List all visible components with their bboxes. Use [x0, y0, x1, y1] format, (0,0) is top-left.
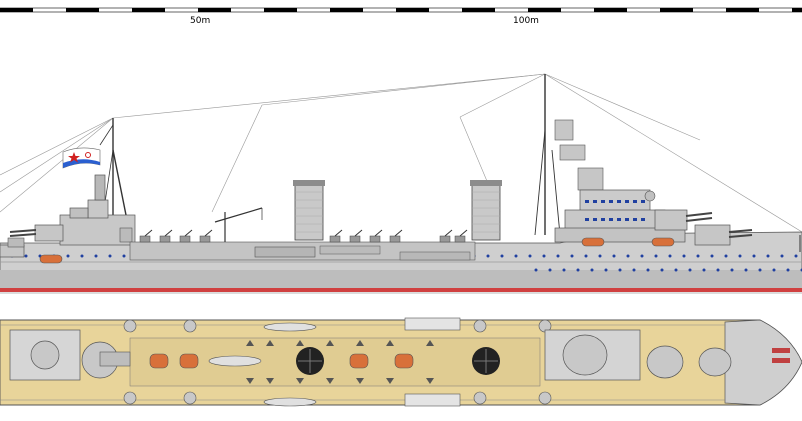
plan-bridge-area	[544, 329, 732, 381]
aft-life-raft-1	[581, 237, 605, 247]
red-star-icon	[68, 152, 80, 163]
forward-funnel	[293, 180, 325, 241]
funnel-top-2	[472, 347, 500, 375]
bow-plating	[724, 319, 802, 406]
mainmast	[534, 74, 561, 236]
plan-life-rafts	[149, 353, 414, 369]
rigging-lines	[0, 73, 802, 233]
funnel-top-1	[296, 347, 324, 375]
scale-label-100m: 100m	[513, 16, 539, 26]
forward-life-raft	[39, 254, 63, 264]
aa-guns	[139, 229, 468, 243]
aft-turret-y	[694, 224, 753, 246]
aft-turret-x	[654, 209, 713, 231]
deck-features	[123, 319, 552, 405]
midships-deck	[129, 241, 476, 261]
waterline	[0, 288, 802, 292]
anchor-chains	[772, 348, 790, 363]
plan-view	[0, 317, 802, 407]
scale-label-50m: 50m	[190, 16, 210, 26]
aft-life-raft-2	[651, 237, 675, 247]
plan-stern-area	[9, 329, 131, 381]
scale-bar: 50m 100m	[0, 7, 802, 26]
hammer-sickle-icon	[85, 152, 91, 158]
boat-crane	[214, 207, 263, 242]
forward-turret-b	[9, 224, 64, 242]
centerline-superstructure	[129, 337, 541, 387]
aft-funnel	[470, 180, 502, 241]
profile-view	[0, 73, 802, 294]
hull-lower-band	[0, 270, 802, 288]
forward-superstructure	[59, 174, 136, 246]
forward-turret-a	[0, 237, 25, 258]
plan-boats	[208, 317, 461, 407]
naval-ensign	[62, 124, 114, 169]
